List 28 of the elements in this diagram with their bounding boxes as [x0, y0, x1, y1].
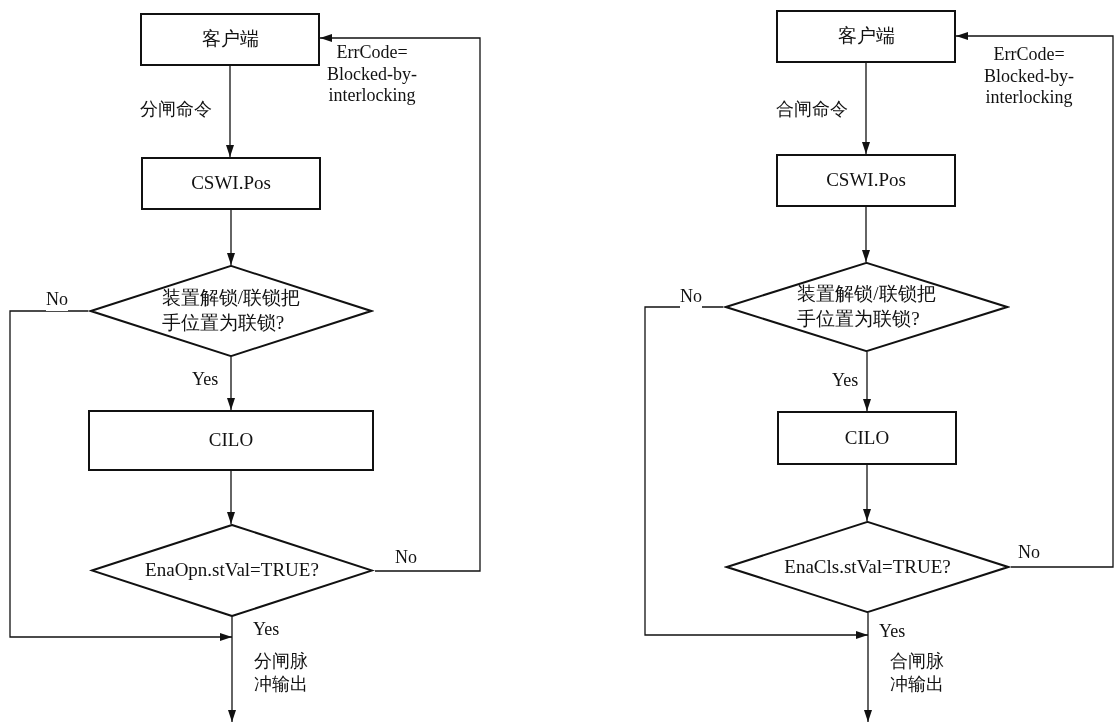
decision-diamond: 装置解锁/联锁把手位置为联锁?: [723, 262, 1010, 352]
process-box: CSWI.Pos: [141, 157, 321, 210]
arrow: [228, 616, 236, 723]
arrow: [227, 470, 235, 525]
error-code-note: ErrCode= Blocked-by-interlocking: [983, 44, 1075, 109]
arrow: [862, 62, 870, 155]
arrow: [863, 464, 871, 522]
process-box: CSWI.Pos: [776, 154, 956, 207]
output-label: 合闸脉冲输出: [860, 642, 950, 724]
error-code-note: ErrCode= Blocked-by-interlocking: [326, 42, 418, 107]
decision-diamond: EnaCls.stVal=TRUE?: [724, 521, 1011, 613]
arrow: [227, 209, 235, 266]
decision-diamond: 装置解锁/联锁把手位置为联锁?: [88, 265, 374, 357]
arrow: [9, 310, 233, 641]
process-box: 客户端: [776, 10, 956, 63]
arrow: [955, 32, 1114, 568]
arrow: [227, 356, 235, 411]
arrow: [644, 306, 869, 639]
output-label: 分闸脉冲输出: [224, 642, 314, 724]
process-box: 客户端: [140, 13, 320, 66]
process-box: CILO: [88, 410, 374, 471]
process-box: CILO: [777, 411, 957, 465]
arrow: [319, 34, 481, 572]
arrow: [864, 612, 872, 723]
decision-diamond: EnaOpn.stVal=TRUE?: [89, 524, 375, 617]
arrow: [863, 351, 871, 412]
arrow: [226, 65, 234, 158]
arrow: [862, 206, 870, 263]
